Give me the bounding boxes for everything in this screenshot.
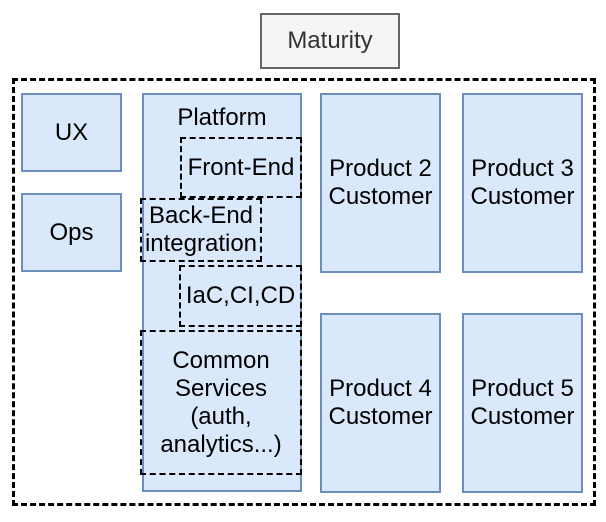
ops-label: Ops bbox=[49, 218, 94, 246]
common-services-line: Services bbox=[174, 374, 268, 402]
common-services-line: (auth, bbox=[190, 402, 252, 430]
product-5-line: Customer bbox=[470, 403, 575, 430]
maturity-label: Maturity bbox=[287, 27, 373, 54]
platform-title: Platform bbox=[177, 104, 267, 131]
product-4-customer-box: Product 4 Customer bbox=[320, 313, 441, 493]
product-4-line: Customer bbox=[328, 403, 433, 430]
product-5-customer-box: Product 5 Customer bbox=[462, 313, 583, 493]
platform-box: Platform Front-End Back-End integration … bbox=[140, 93, 302, 492]
organization-boundary-dashed bbox=[12, 78, 596, 506]
iac-ci-cd-box: IaC,CI,CD bbox=[179, 265, 302, 327]
product-3-line: Product 3 bbox=[471, 155, 574, 182]
product-3-line: Customer bbox=[470, 183, 575, 210]
ux-box: UX bbox=[21, 93, 122, 172]
back-end-integration-box: Back-End integration bbox=[140, 198, 262, 262]
back-end-line: Back-End bbox=[148, 202, 254, 229]
common-services-line: Common bbox=[172, 346, 270, 374]
ops-box: Ops bbox=[21, 193, 122, 272]
ux-label: UX bbox=[54, 118, 89, 146]
front-end-label: Front-End bbox=[187, 153, 295, 181]
product-2-line: Product 2 bbox=[329, 155, 432, 182]
product-5-line: Product 5 bbox=[471, 375, 574, 402]
back-end-line: integration bbox=[144, 230, 258, 257]
maturity-box: Maturity bbox=[260, 13, 400, 69]
product-2-line: Customer bbox=[328, 183, 433, 210]
common-services-line: analytics...) bbox=[160, 430, 282, 458]
front-end-box: Front-End bbox=[180, 137, 302, 198]
product-3-customer-box: Product 3 Customer bbox=[462, 93, 583, 273]
common-services-box: Common Services (auth, analytics...) bbox=[140, 330, 302, 475]
product-2-customer-box: Product 2 Customer bbox=[320, 93, 441, 273]
product-4-line: Product 4 bbox=[329, 375, 432, 402]
iac-ci-cd-label: IaC,CI,CD bbox=[185, 282, 296, 309]
